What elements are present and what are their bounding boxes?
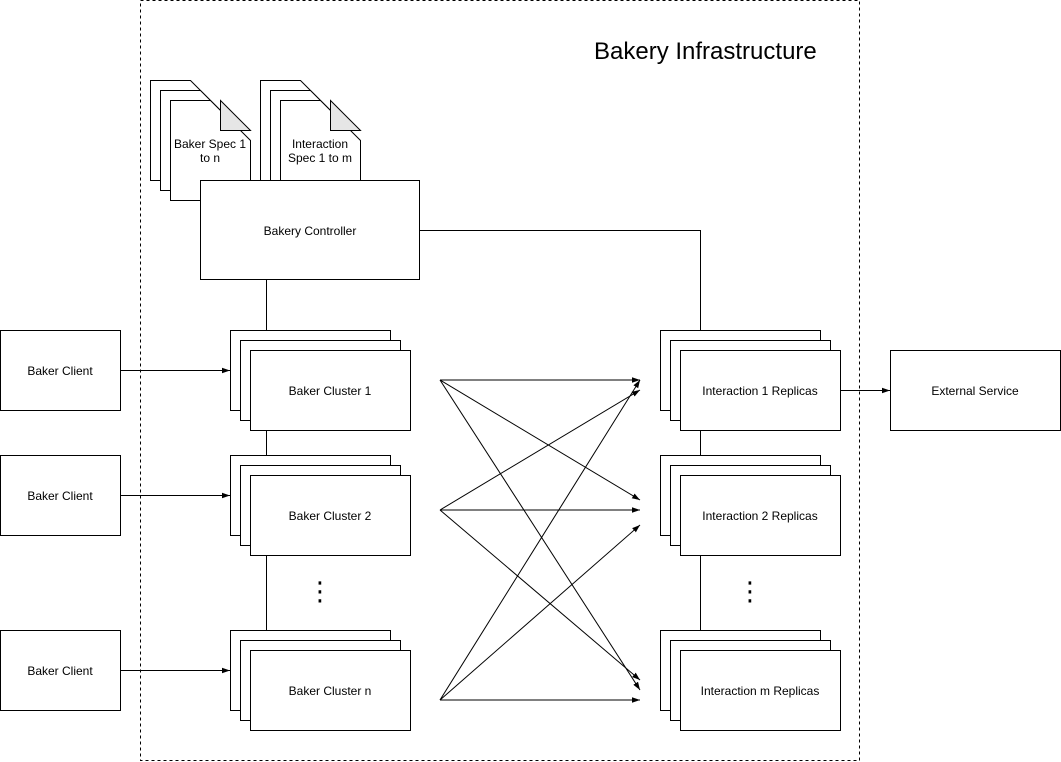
baker-cluster-node: Baker Cluster 1 <box>230 330 411 431</box>
interaction-replicas-label: Interaction 1 Replicas <box>702 384 817 398</box>
baker-client-label: Baker Client <box>27 664 93 678</box>
baker-cluster-label: Baker Cluster n <box>289 684 372 698</box>
infrastructure-boundary <box>140 0 860 761</box>
interaction-ellipsis: ⋮ <box>737 576 763 606</box>
baker-spec-label-line1: Baker Spec 1 <box>174 137 246 151</box>
baker-cluster-label: Baker Cluster 2 <box>289 509 372 523</box>
baker-spec-documents: Baker Spec 1 to n <box>150 80 252 201</box>
cluster-to-interaction-arrows <box>439 377 641 703</box>
baker-cluster-node: Baker Cluster 2 <box>230 455 411 556</box>
interaction-replicas-node: Interaction 2 Replicas <box>660 455 841 556</box>
baker-client-label: Baker Client <box>27 364 93 378</box>
cluster-ellipsis: ⋮ <box>307 576 333 606</box>
interaction-replicas-label: Interaction m Replicas <box>701 684 820 698</box>
baker-client-node: Baker Client <box>0 455 121 536</box>
interaction-spec-documents: Interaction Spec 1 to m <box>260 80 362 201</box>
interaction-replicas-node: Interaction 1 Replicas <box>660 330 841 431</box>
baker-client-label: Baker Client <box>27 489 93 503</box>
bakery-controller-node: Bakery Controller <box>200 180 420 280</box>
interaction-replicas-label: Interaction 2 Replicas <box>702 509 817 523</box>
external-service-node: External Service <box>890 350 1061 431</box>
interaction-replicas-node: Interaction m Replicas <box>660 630 841 731</box>
external-service-label: External Service <box>931 384 1019 398</box>
baker-cluster-node: Baker Cluster n <box>230 630 411 731</box>
baker-client-node: Baker Client <box>0 330 121 411</box>
baker-spec-label-line2: to n <box>200 151 220 165</box>
baker-client-node: Baker Client <box>0 630 121 711</box>
interaction-spec-label-line1: Interaction <box>292 137 348 151</box>
baker-cluster-label: Baker Cluster 1 <box>289 384 372 398</box>
interaction-spec-label-line2: Spec 1 to m <box>288 151 352 165</box>
bakery-controller-label: Bakery Controller <box>264 224 357 238</box>
diagram-title: Bakery Infrastructure <box>594 38 817 65</box>
